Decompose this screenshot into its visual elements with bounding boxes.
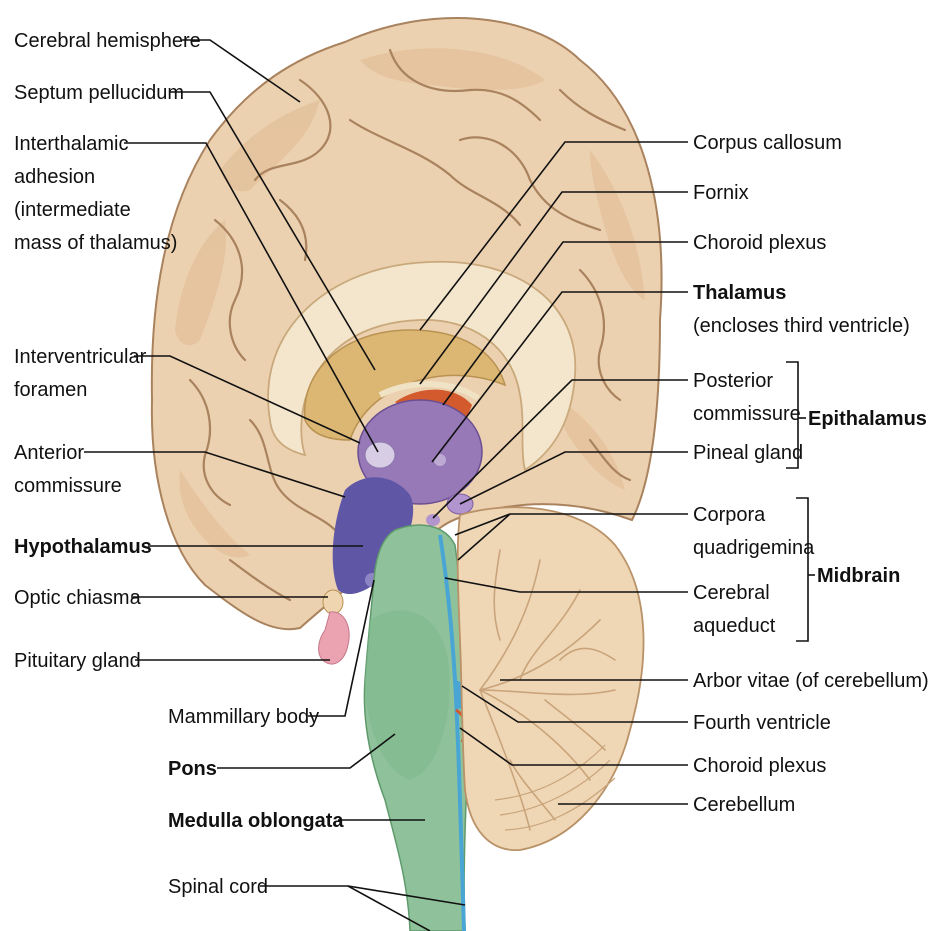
label-hypothalamus: Hypothalamus (14, 536, 152, 558)
label-septum-pellucidum: Septum pellucidum (14, 82, 184, 104)
pons-shape (365, 610, 450, 780)
label-choroid-plexus-lower: Choroid plexus (693, 755, 826, 777)
cerebellum-folia (494, 744, 616, 831)
labels-left: Cerebral hemisphere Septum pellucidum In… (14, 30, 344, 898)
label-thalamus: Thalamus (693, 282, 786, 304)
label-posterior-commissure: Posterior commissure (693, 370, 801, 425)
corpus-callosum-shape (267, 260, 577, 472)
label-pons: Pons (168, 758, 217, 780)
label-mammillary-body: Mammillary body (168, 706, 319, 728)
label-cerebral-hemisphere: Cerebral hemisphere (14, 30, 201, 52)
label-fornix: Fornix (693, 182, 749, 204)
label-cerebral-aqueduct: Cerebral aqueduct (693, 582, 776, 637)
leader-lines (84, 39, 815, 931)
label-pineal-gland: Pineal gland (693, 442, 803, 464)
optic-chiasma-shape (322, 589, 344, 615)
anatomy-illustration (150, 17, 663, 931)
cerebral-gyri (175, 48, 645, 558)
label-cerebellum: Cerebellum (693, 794, 795, 816)
label-interventricular-foramen: Interventricular foramen (14, 346, 152, 401)
label-corpora-quadrigemina: Corpora quadrigemina (693, 504, 815, 559)
interthalamic-adhesion-shape (364, 441, 396, 469)
label-midbrain: Midbrain (817, 565, 900, 587)
label-pituitary-gland: Pituitary gland (14, 650, 141, 672)
label-corpus-callosum: Corpus callosum (693, 132, 842, 154)
label-choroid-plexus-upper: Choroid plexus (693, 232, 826, 254)
interventricular-foramen-shape (434, 454, 446, 466)
label-interthalamic-adhesion: Interthalamic adhesion (intermediate mas… (14, 133, 177, 254)
label-arbor-vitae: Arbor vitae (of cerebellum) (693, 670, 929, 692)
fornix-shape (378, 381, 480, 401)
cerebellum-shape (456, 506, 645, 851)
label-spinal-cord: Spinal cord (168, 876, 268, 898)
label-fourth-ventricle: Fourth ventricle (693, 712, 831, 734)
hypothalamus-shape (332, 477, 414, 595)
label-epithalamus: Epithalamus (808, 408, 927, 430)
label-anterior-commissure: Anterior commissure (14, 442, 122, 497)
label-medulla-oblongata: Medulla oblongata (168, 810, 344, 832)
thalamus-shape (357, 399, 483, 505)
label-thalamus-note: (encloses third ventricle) (693, 315, 910, 337)
pituitary-gland-shape (318, 611, 350, 665)
label-optic-chiasma: Optic chiasma (14, 587, 142, 609)
posterior-commissure-shape (426, 514, 440, 526)
labels-right: Corpus callosum Fornix Choroid plexus Th… (693, 132, 929, 816)
